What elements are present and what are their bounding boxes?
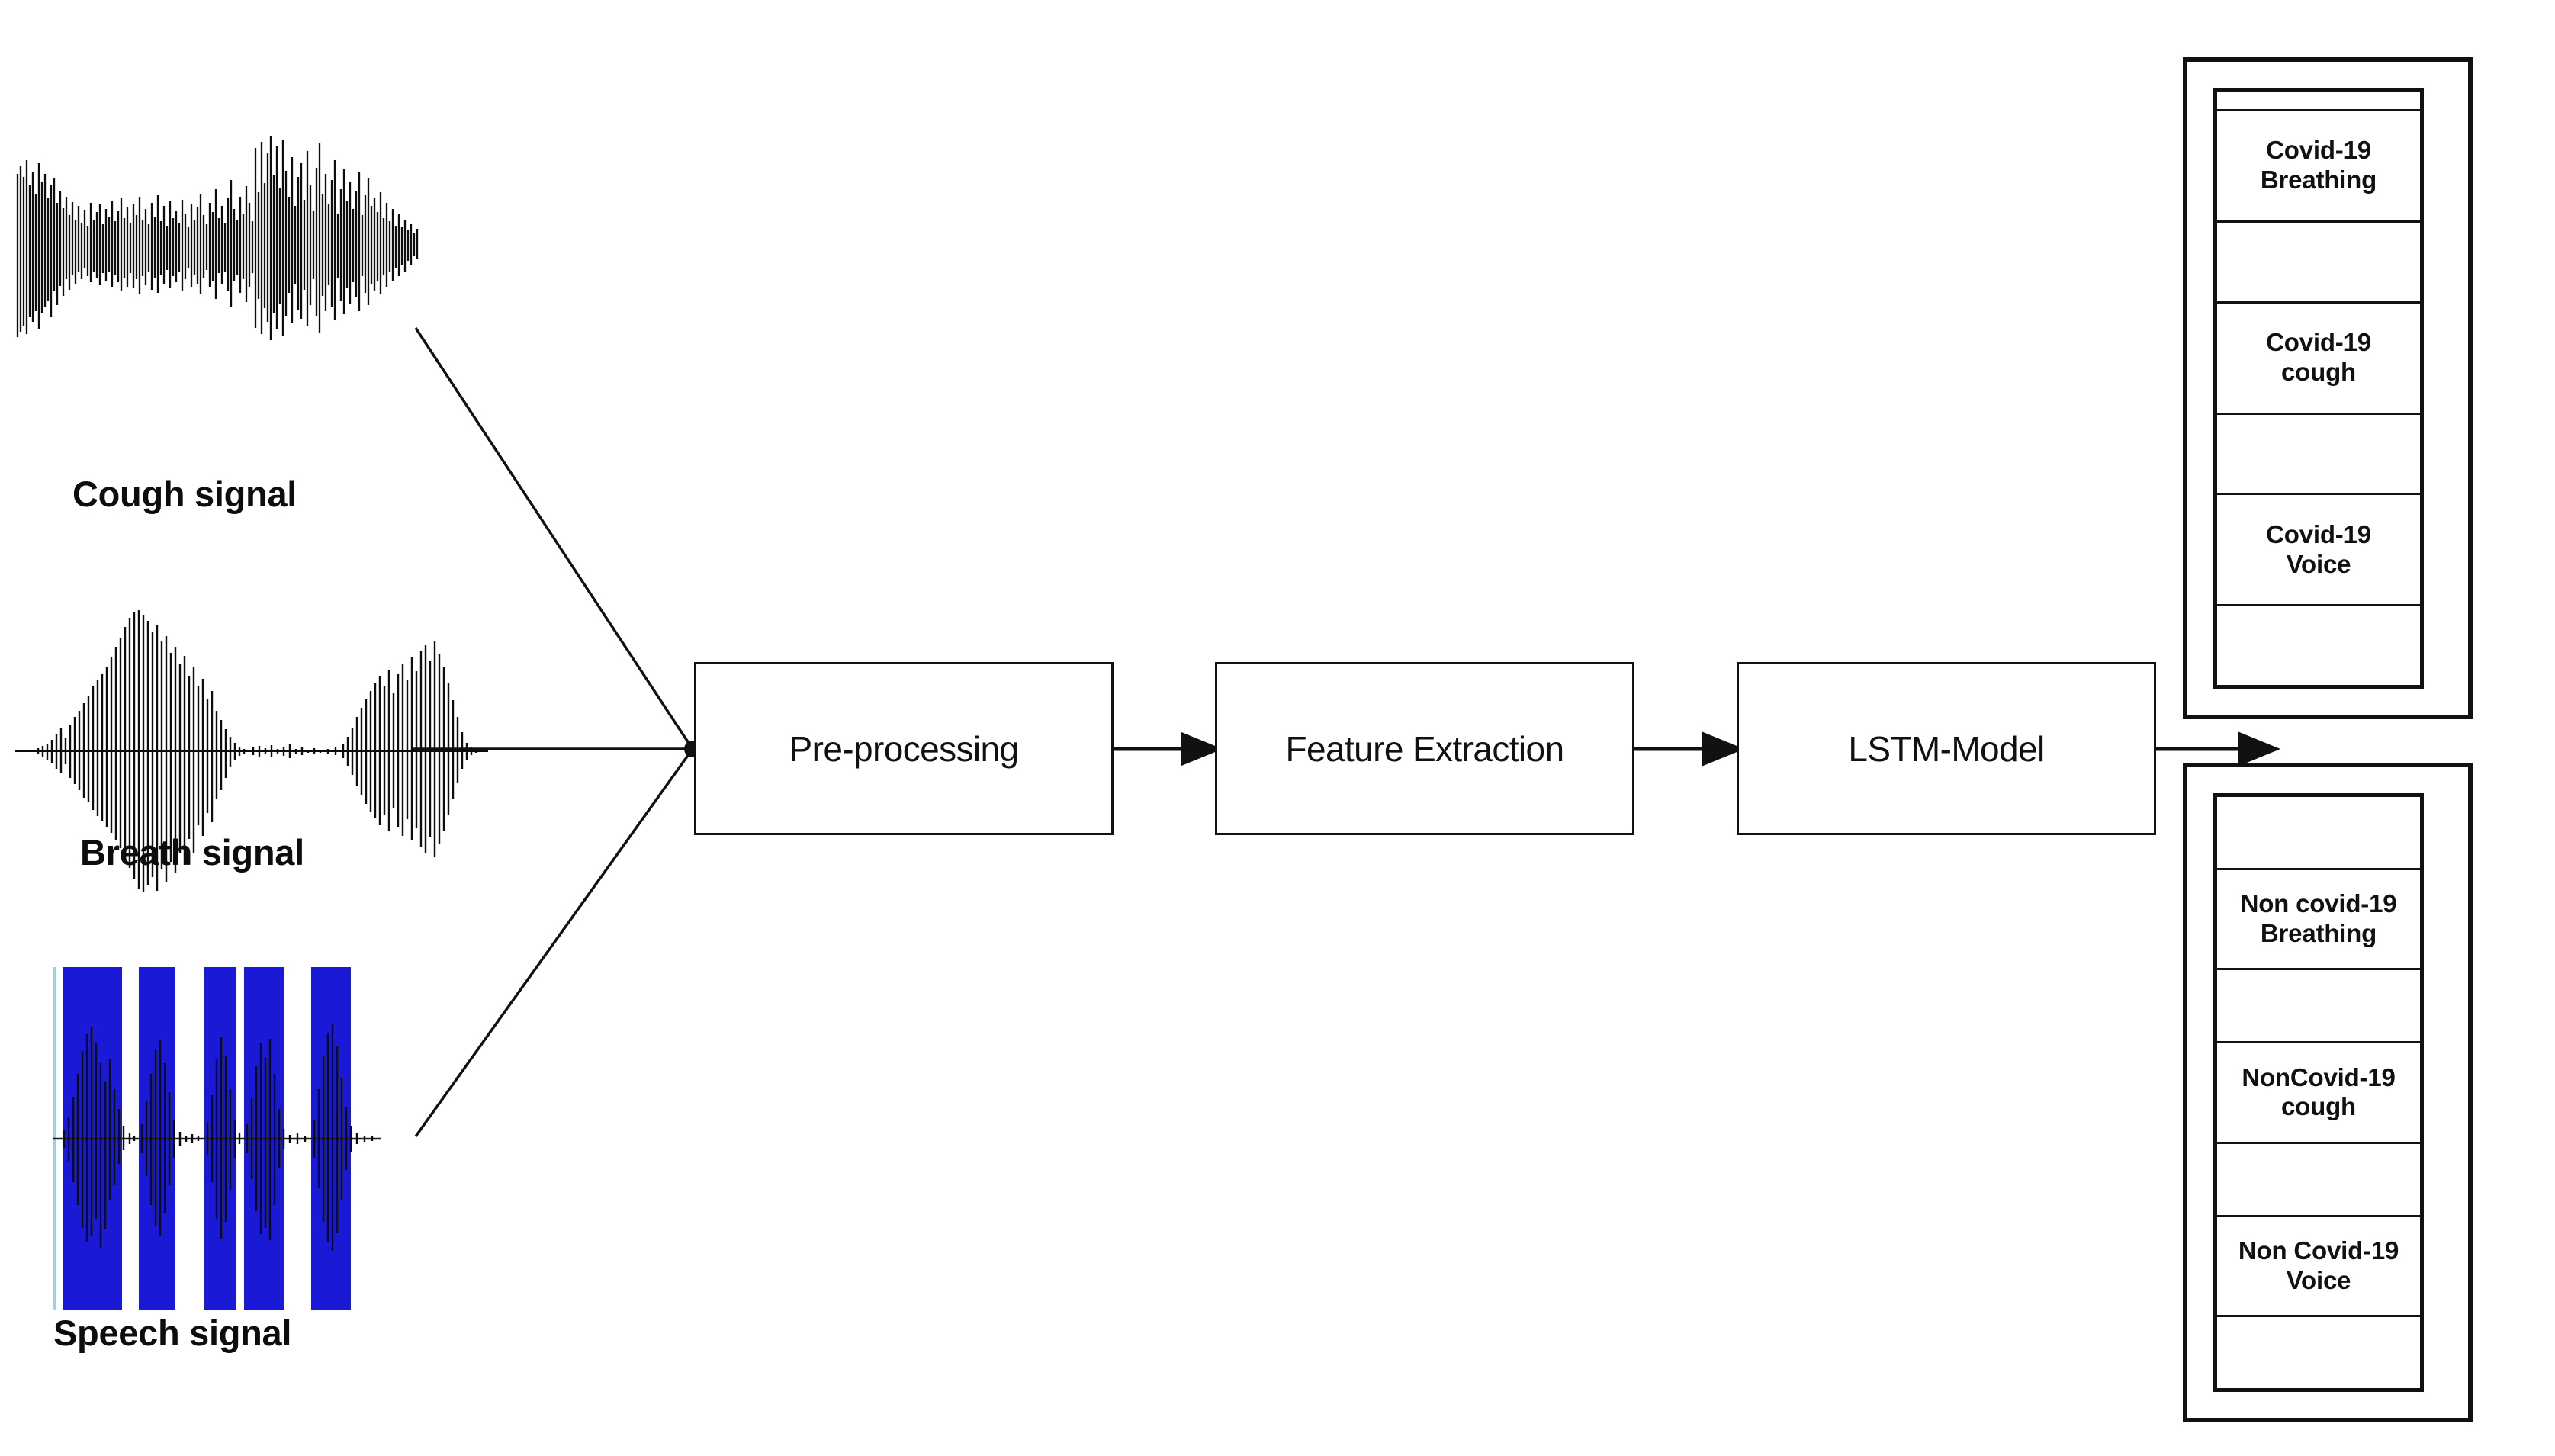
non-covid-breathing-row[interactable]: Non covid-19 Breathing xyxy=(2217,870,2420,971)
non-covid-row-spacer-3 xyxy=(2217,1317,2420,1388)
non-covid-voice-row[interactable]: Non Covid-19 Voice xyxy=(2217,1217,2420,1318)
non-covid-outcome-list: Non covid-19 Breathing NonCovid-19 cough… xyxy=(2213,793,2424,1392)
non-covid-breathing-line1: Non covid-19 xyxy=(2240,889,2397,918)
preprocessing-label: Pre-processing xyxy=(789,728,1020,769)
covid-cough-label: Covid-19 cough xyxy=(2266,328,2371,387)
non-covid-voice-line1: Non Covid-19 xyxy=(2238,1236,2399,1265)
covid-outcome-group: Covid-19 Breathing Covid-19 cough Covid-… xyxy=(2183,57,2473,719)
non-covid-row-spacer-1 xyxy=(2217,970,2420,1044)
covid-breathing-line2: Breathing xyxy=(2260,166,2377,194)
covid-voice-label: Covid-19 Voice xyxy=(2266,520,2371,580)
covid-voice-row[interactable]: Covid-19 Voice xyxy=(2217,495,2420,607)
covid-breathing-label: Covid-19 Breathing xyxy=(2261,136,2377,195)
feature-extraction-label: Feature Extraction xyxy=(1285,728,1564,769)
non-covid-voice-label: Non Covid-19 Voice xyxy=(2238,1236,2399,1296)
covid-voice-line1: Covid-19 xyxy=(2266,519,2371,548)
cough-signal-waveform xyxy=(15,130,419,343)
cough-signal-label: Cough signal xyxy=(72,474,297,514)
non-covid-voice-line2: Voice xyxy=(2286,1265,2351,1294)
covid-row-spacer-1 xyxy=(2217,223,2420,304)
lstm-model-label: LSTM-Model xyxy=(1848,728,2045,769)
preprocessing-box[interactable]: Pre-processing xyxy=(694,662,1114,835)
covid-cough-row[interactable]: Covid-19 cough xyxy=(2217,304,2420,415)
feature-extraction-box[interactable]: Feature Extraction xyxy=(1215,662,1634,835)
non-covid-row-spacer-top xyxy=(2217,797,2420,870)
non-covid-cough-line1: NonCovid-19 xyxy=(2242,1062,2396,1091)
covid-cough-line1: Covid-19 xyxy=(2266,328,2371,357)
covid-cough-line2: cough xyxy=(2281,358,2356,387)
non-covid-outcome-group: Non covid-19 Breathing NonCovid-19 cough… xyxy=(2183,763,2473,1422)
non-covid-breathing-label: Non covid-19 Breathing xyxy=(2241,889,2397,949)
breath-signal-label: Breath signal xyxy=(80,832,304,873)
non-covid-cough-line2: cough xyxy=(2281,1092,2356,1121)
non-covid-breathing-line2: Breathing xyxy=(2260,919,2377,948)
covid-row-spacer-3 xyxy=(2217,606,2420,685)
covid-voice-line2: Voice xyxy=(2286,549,2351,578)
speech-signal-waveform xyxy=(46,967,404,1310)
non-covid-cough-row[interactable]: NonCovid-19 cough xyxy=(2217,1043,2420,1144)
non-covid-row-spacer-2 xyxy=(2217,1144,2420,1217)
covid-row-spacer-2 xyxy=(2217,415,2420,496)
covid-outcome-list: Covid-19 Breathing Covid-19 cough Covid-… xyxy=(2213,88,2424,689)
covid-breathing-line1: Covid-19 xyxy=(2266,136,2371,165)
waveform-icon xyxy=(15,610,488,892)
covid-breathing-row[interactable]: Covid-19 Breathing xyxy=(2217,111,2420,223)
breath-signal-waveform xyxy=(15,610,488,892)
covid-row-spacer-top xyxy=(2217,92,2420,111)
non-covid-cough-label: NonCovid-19 cough xyxy=(2242,1062,2396,1123)
lstm-model-box[interactable]: LSTM-Model xyxy=(1737,662,2156,835)
speech-signal-label: Speech signal xyxy=(53,1313,292,1353)
waveform-icon xyxy=(53,967,381,1310)
waveform-icon xyxy=(16,136,419,340)
